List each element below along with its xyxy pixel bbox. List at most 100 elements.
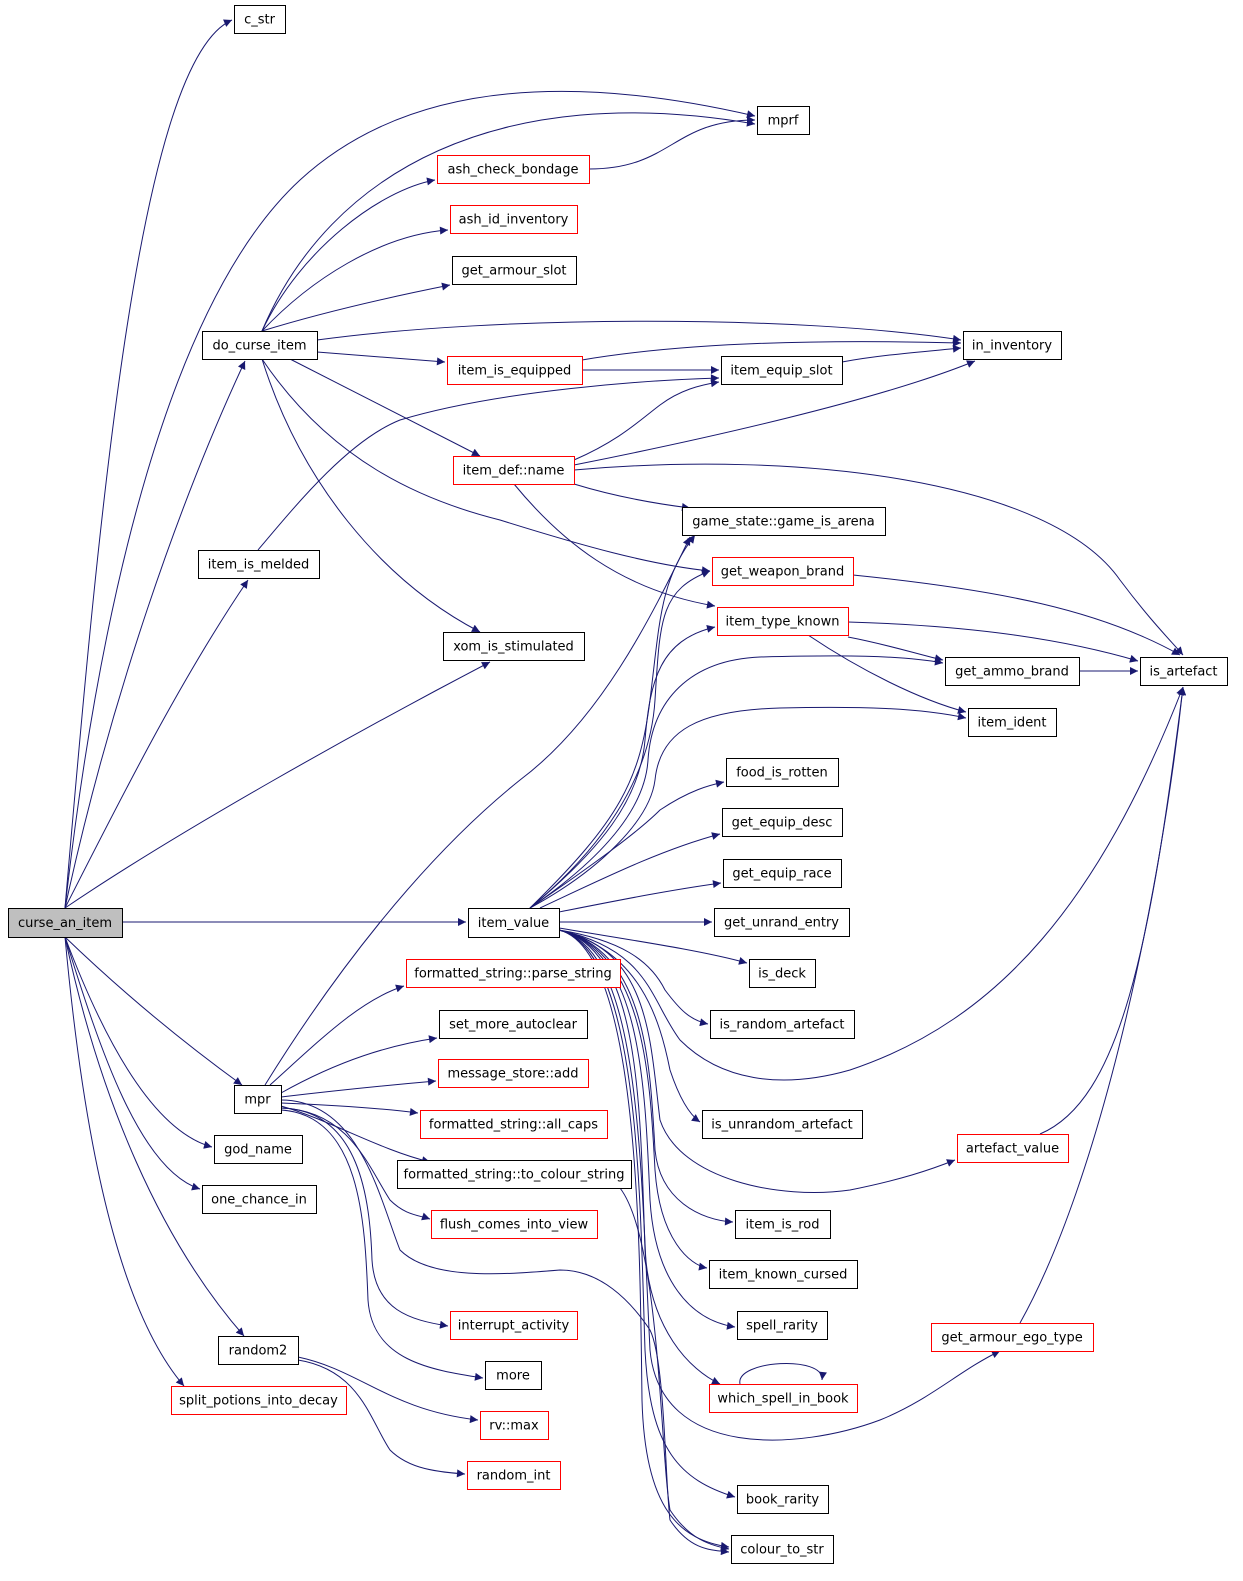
node-box [737, 1485, 829, 1514]
node-in_inventory[interactable]: in_inventory [963, 331, 1062, 360]
node-all_caps[interactable]: formatted_string::all_caps [420, 1110, 608, 1139]
node-label: which_spell_in_book [717, 1392, 849, 1407]
node-box [712, 557, 854, 586]
node-book_rarity[interactable]: book_rarity [737, 1485, 829, 1514]
node-random2[interactable]: random2 [218, 1336, 299, 1365]
node-box [957, 1134, 1069, 1163]
edge-mpr-to-message_store_add [280, 1077, 437, 1098]
edge-random2-to-random_int [297, 1359, 466, 1478]
node-is_random_artefact[interactable]: is_random_artefact [710, 1010, 855, 1039]
node-box [450, 1311, 578, 1340]
edge-mpr-to-colour_to_str [280, 1099, 730, 1556]
edge-curse_an_item-to-mprf [64, 90, 756, 909]
node-label: is_deck [758, 967, 806, 982]
node-box [218, 1336, 299, 1365]
node-box [735, 1210, 831, 1239]
edge-curse_an_item-to-one_chance_in [64, 936, 201, 1191]
edge-curse_an_item-to-split_potions_into_decay [64, 936, 185, 1387]
node-box [485, 1361, 542, 1390]
node-label: c_str [244, 13, 276, 28]
node-rv_max[interactable]: rv::max [480, 1411, 549, 1440]
node-more[interactable]: more [485, 1361, 542, 1390]
node-colour_to_str[interactable]: colour_to_str [731, 1535, 834, 1564]
node-game_is_arena[interactable]: game_state::game_is_arena [682, 507, 886, 536]
node-is_deck[interactable]: is_deck [749, 959, 816, 988]
node-label: mpr [244, 1093, 271, 1108]
node-ash_id_inventory[interactable]: ash_id_inventory [450, 205, 578, 234]
node-box [450, 205, 578, 234]
edge-item_def_name-to-item_type_known [513, 483, 716, 609]
node-item_is_rod[interactable]: item_is_rod [735, 1210, 831, 1239]
node-mprf[interactable]: mprf [757, 106, 810, 135]
node-god_name[interactable]: god_name [214, 1135, 303, 1164]
node-is_artefact[interactable]: is_artefact [1140, 657, 1228, 686]
node-get_unrand_entry[interactable]: get_unrand_entry [714, 908, 850, 937]
node-box [214, 1135, 303, 1164]
node-box [397, 1160, 632, 1189]
node-item_is_equipped[interactable]: item_is_equipped [447, 356, 583, 385]
node-label: random2 [229, 1344, 288, 1359]
node-parse_string[interactable]: formatted_string::parse_string [406, 959, 621, 988]
edge-mpr-to-interrupt_activity [280, 1107, 449, 1329]
node-item_known_cursed[interactable]: item_known_cursed [709, 1260, 858, 1289]
node-xom_is_stimulated[interactable]: xom_is_stimulated [443, 632, 585, 661]
node-which_spell_in_book[interactable]: which_spell_in_book [709, 1384, 858, 1413]
edge-item_value-to-is_deck [558, 927, 748, 965]
node-c_str[interactable]: c_str [234, 5, 286, 34]
node-one_chance_in[interactable]: one_chance_in [202, 1185, 317, 1214]
node-split_potions_into_decay[interactable]: split_potions_into_decay [171, 1386, 347, 1415]
node-get_equip_desc[interactable]: get_equip_desc [722, 808, 843, 837]
node-box [420, 1110, 608, 1139]
node-curse_an_item[interactable]: curse_an_item [8, 908, 123, 938]
node-label: in_inventory [972, 339, 1053, 354]
node-get_ammo_brand[interactable]: get_ammo_brand [945, 657, 1080, 686]
node-item_def_name[interactable]: item_def::name [453, 456, 575, 485]
node-interrupt_activity[interactable]: interrupt_activity [450, 1311, 578, 1340]
node-random_int[interactable]: random_int [467, 1461, 561, 1490]
node-item_equip_slot[interactable]: item_equip_slot [721, 356, 843, 385]
edge-item_value-to-item_ident [529, 706, 967, 909]
edge-mpr-to-flush_comes_into_view [280, 1107, 431, 1221]
node-label: rv::max [489, 1419, 539, 1434]
node-box [198, 550, 320, 579]
node-spell_rarity[interactable]: spell_rarity [737, 1311, 828, 1340]
node-is_unrandom_artefact[interactable]: is_unrandom_artefact [702, 1110, 863, 1139]
node-mpr[interactable]: mpr [234, 1085, 282, 1114]
node-get_weapon_brand[interactable]: get_weapon_brand [712, 557, 854, 586]
node-flush_comes_into_view[interactable]: flush_comes_into_view [431, 1210, 598, 1239]
node-item_is_melded[interactable]: item_is_melded [198, 550, 320, 579]
edge-do_curse_item-to-ash_id_inventory [261, 226, 449, 332]
node-set_more_autoclear[interactable]: set_more_autoclear [439, 1010, 588, 1039]
edge-item_value-to-is_artefact [558, 686, 1184, 1081]
node-message_store_add[interactable]: message_store::add [438, 1059, 589, 1088]
node-get_armour_ego_type[interactable]: get_armour_ego_type [931, 1323, 1094, 1352]
node-box [726, 758, 839, 787]
node-label: xom_is_stimulated [453, 640, 574, 655]
node-get_equip_race[interactable]: get_equip_race [723, 859, 842, 888]
node-item_value[interactable]: item_value [468, 908, 560, 938]
node-get_armour_slot[interactable]: get_armour_slot [452, 256, 577, 285]
node-item_type_known[interactable]: item_type_known [717, 607, 849, 636]
node-box [431, 1210, 598, 1239]
edge-item_def_name-to-game_is_arena [573, 483, 691, 511]
node-do_curse_item[interactable]: do_curse_item [202, 331, 318, 360]
node-box [468, 908, 560, 938]
edge-do_curse_item-to-item_is_equipped [316, 351, 446, 366]
node-box [709, 1384, 858, 1413]
node-label: set_more_autoclear [449, 1018, 578, 1033]
edge-item_is_equipped-to-in_inventory [581, 338, 962, 361]
node-artefact_value[interactable]: artefact_value [957, 1134, 1069, 1163]
node-ash_check_bondage[interactable]: ash_check_bondage [437, 155, 590, 184]
node-label: get_weapon_brand [721, 565, 844, 580]
node-label: item_ident [977, 716, 1046, 731]
node-box [737, 1311, 828, 1340]
node-item_ident[interactable]: item_ident [968, 708, 1057, 737]
edge-item_value-to-get_ammo_brand [529, 655, 944, 909]
node-label: food_is_rotten [736, 766, 828, 781]
node-label: one_chance_in [211, 1193, 307, 1208]
node-label: get_equip_desc [732, 816, 833, 831]
node-food_is_rotten[interactable]: food_is_rotten [726, 758, 839, 787]
edge-layer [64, 19, 1187, 1556]
node-to_colour_string[interactable]: formatted_string::to_colour_string [397, 1160, 632, 1189]
